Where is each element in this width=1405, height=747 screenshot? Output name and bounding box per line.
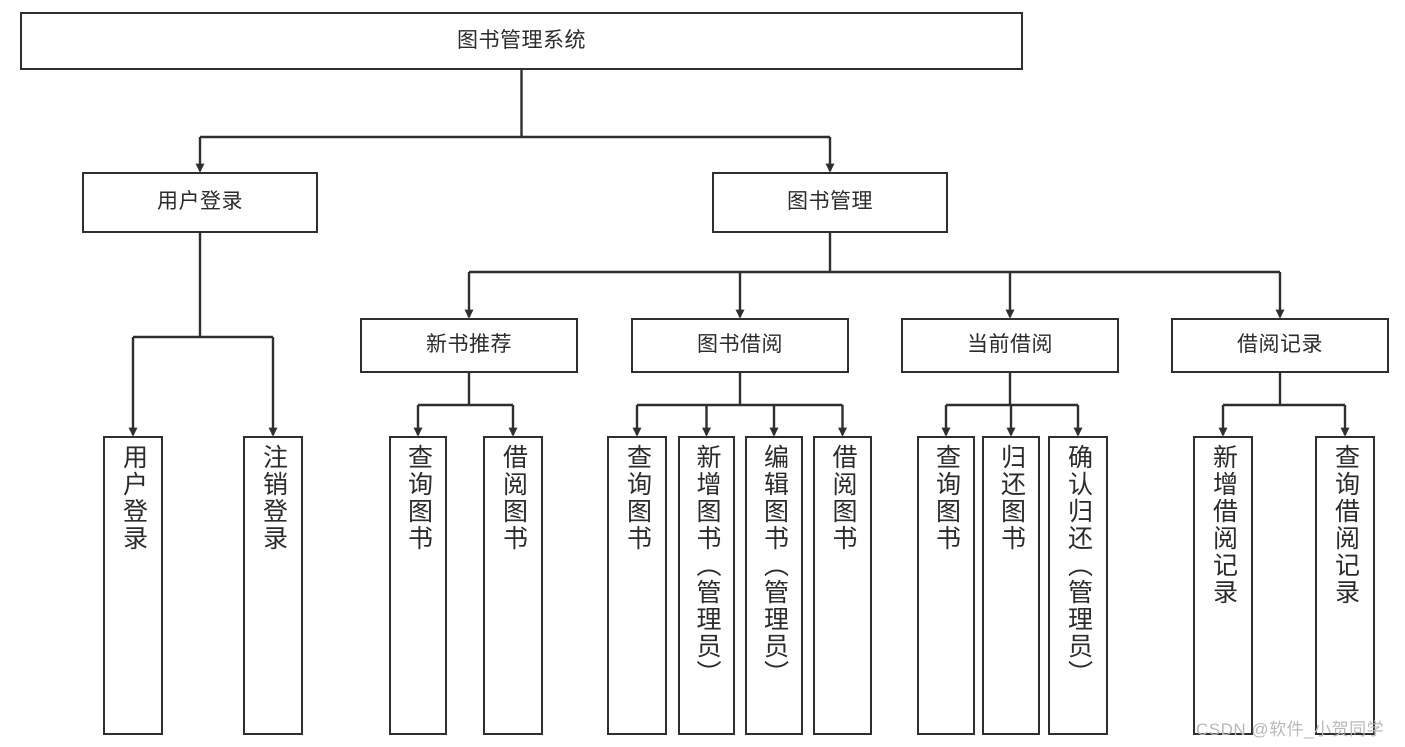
- node-label: 借阅图书: [829, 444, 857, 552]
- node-label: 图书管理: [787, 190, 873, 214]
- node-label: 注销登录: [259, 444, 288, 552]
- node-label: 用户登录: [119, 444, 148, 552]
- node-label: 查询图书: [404, 444, 433, 552]
- node-l1[interactable]: 用户登录: [103, 436, 163, 735]
- node-label: 新书推荐: [426, 333, 512, 357]
- node-label: 确认归还（管理员）: [1064, 444, 1093, 687]
- node-label: 借阅图书: [499, 444, 528, 552]
- node-label: 用户登录: [157, 190, 243, 214]
- node-label: 新增借阅记录: [1209, 444, 1238, 606]
- node-n1[interactable]: 查询图书: [389, 436, 447, 735]
- node-label: 图书借阅: [697, 333, 783, 357]
- node-l2[interactable]: 注销登录: [243, 436, 303, 735]
- node-label: 查询图书: [932, 444, 961, 552]
- node-c3[interactable]: 确认归还（管理员）: [1048, 436, 1108, 735]
- node-c1[interactable]: 查询图书: [917, 436, 975, 735]
- node-n2[interactable]: 借阅图书: [483, 436, 543, 735]
- node-records[interactable]: 借阅记录: [1171, 318, 1389, 373]
- node-b4[interactable]: 借阅图书: [813, 436, 872, 735]
- node-login[interactable]: 用户登录: [82, 172, 318, 233]
- node-newbook[interactable]: 新书推荐: [360, 318, 578, 373]
- node-label: 查询图书: [623, 444, 652, 552]
- node-b3[interactable]: 编辑图书（管理员）: [745, 436, 803, 735]
- node-b2[interactable]: 新增图书（管理员）: [678, 436, 735, 735]
- node-root[interactable]: 图书管理系统: [20, 12, 1023, 70]
- node-r2[interactable]: 查询借阅记录: [1315, 436, 1375, 735]
- node-borrow[interactable]: 图书借阅: [631, 318, 849, 373]
- node-current[interactable]: 当前借阅: [901, 318, 1119, 373]
- node-label: 当前借阅: [967, 333, 1053, 357]
- node-bookmgmt[interactable]: 图书管理: [712, 172, 948, 233]
- node-label: 新增图书（管理员）: [693, 444, 721, 687]
- node-label: 归还图书: [997, 444, 1026, 552]
- node-label: 借阅记录: [1237, 333, 1323, 357]
- node-r1[interactable]: 新增借阅记录: [1193, 436, 1253, 735]
- node-label: 编辑图书（管理员）: [760, 444, 789, 687]
- node-b1[interactable]: 查询图书: [607, 436, 667, 735]
- node-label: 查询借阅记录: [1331, 444, 1360, 606]
- node-label: 图书管理系统: [457, 28, 586, 52]
- node-c2[interactable]: 归还图书: [982, 436, 1040, 735]
